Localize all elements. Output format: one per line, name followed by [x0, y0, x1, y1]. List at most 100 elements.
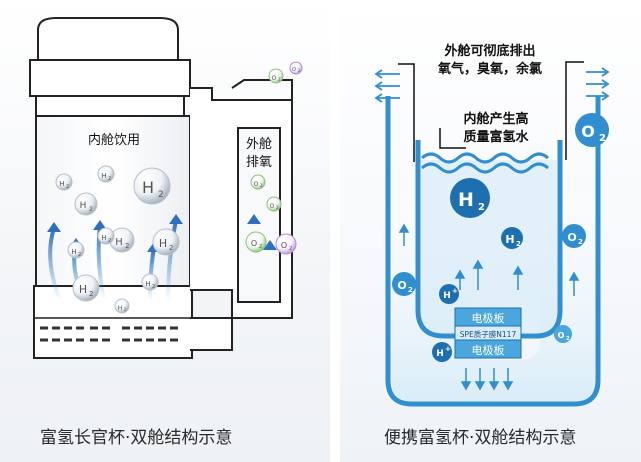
svg-text:2: 2	[276, 205, 279, 210]
outer-chamber-label-2: 排氧	[246, 155, 272, 170]
svg-text:O: O	[281, 241, 287, 250]
svg-text:2: 2	[89, 290, 93, 298]
svg-text:H: H	[505, 233, 514, 246]
svg-text:H: H	[59, 180, 64, 188]
electrode-plate-bottom	[454, 339, 522, 359]
svg-text:2: 2	[108, 176, 111, 182]
svg-text:H: H	[101, 234, 106, 242]
exhaust-arrows-right	[586, 67, 610, 101]
falling-arrows	[460, 368, 514, 391]
o2-circle-small: O 2	[554, 325, 572, 343]
svg-text:2: 2	[125, 242, 129, 250]
svg-text:2: 2	[260, 183, 263, 188]
svg-text:O: O	[270, 203, 275, 210]
outer-chamber-label-1: 外舱	[246, 137, 272, 152]
outer-container	[385, 96, 601, 407]
svg-text:2: 2	[566, 336, 570, 342]
svg-text:O: O	[567, 231, 576, 244]
outer-explanation-line2: 氧气，臭氧，余氯	[437, 61, 542, 77]
svg-text:H: H	[71, 248, 76, 256]
hplus-circle-lower: H +	[432, 342, 452, 362]
inner-explanation-line1: 内舱产生高	[463, 111, 528, 127]
svg-text:H: H	[118, 305, 123, 312]
left-caption: 富氢长官杯·双舱结构示意	[40, 428, 233, 448]
svg-text:H: H	[79, 283, 87, 296]
svg-text:H: H	[443, 291, 451, 301]
inner-chamber-label: 内舱饮用	[88, 132, 140, 148]
svg-text:+: +	[452, 287, 458, 295]
exhaust-arrows-left	[374, 69, 400, 103]
svg-text:O: O	[292, 67, 296, 73]
svg-text:H: H	[159, 237, 167, 250]
svg-text:2: 2	[158, 190, 164, 200]
cup-upper-band	[29, 59, 191, 97]
svg-text:2: 2	[259, 244, 262, 250]
outer-pointer-line	[398, 63, 415, 162]
svg-text:H: H	[142, 178, 154, 197]
svg-text:O: O	[251, 239, 257, 248]
svg-text:2: 2	[289, 246, 292, 252]
svg-text:2: 2	[599, 133, 606, 144]
right-caption: 便携富氢杯·双舱结构示意	[384, 428, 577, 448]
electrode-bottom-label: 电极板	[472, 343, 505, 357]
base-vents	[40, 326, 178, 342]
svg-text:2: 2	[169, 244, 173, 252]
left-cup	[29, 17, 293, 359]
svg-text:H: H	[101, 172, 106, 180]
svg-text:H: H	[80, 201, 87, 211]
svg-text:H: H	[436, 349, 444, 359]
inner-explanation-line2: 质量富氢水	[463, 129, 529, 145]
electrode-stack: 电极板 SPE质子膜N117 电极板	[454, 307, 522, 359]
rising-arrows-inner	[454, 259, 524, 290]
svg-text:2: 2	[298, 68, 301, 73]
h2-small-circle: H 2	[501, 227, 523, 249]
rising-arrows-outer	[398, 223, 580, 296]
svg-text:O: O	[254, 181, 259, 188]
outer-explanation-line1: 外舱可彻底排出	[443, 43, 535, 59]
cup-lid	[37, 17, 179, 61]
svg-text:H: H	[458, 189, 474, 211]
svg-text:2: 2	[89, 206, 93, 213]
svg-text:2: 2	[516, 240, 521, 248]
svg-text:O: O	[581, 122, 595, 141]
o2-circle-left: O 2	[392, 272, 416, 296]
svg-text:2: 2	[578, 238, 583, 246]
water-waves	[421, 152, 549, 174]
svg-text:H: H	[145, 280, 150, 288]
o2-large-circle: O 2	[575, 113, 609, 147]
o2-circle-right: O 2	[562, 224, 586, 248]
svg-text:H: H	[115, 237, 123, 248]
svg-text:2: 2	[408, 286, 413, 294]
inner-pointer-line	[439, 128, 466, 149]
svg-text:2: 2	[478, 202, 485, 213]
svg-text:2: 2	[152, 284, 155, 290]
svg-text:2: 2	[78, 252, 81, 258]
h2-large-circle: H 2	[450, 178, 490, 218]
svg-text:2: 2	[124, 307, 127, 312]
svg-text:O: O	[558, 331, 565, 340]
inner-water	[421, 160, 557, 333]
svg-text:2: 2	[278, 77, 281, 82]
electrode-top-label: 电极板	[472, 311, 505, 325]
svg-text:O: O	[397, 279, 406, 292]
cup-inner-chamber	[35, 115, 191, 287]
hplus-circle-upper: H +	[439, 284, 459, 304]
svg-text:+: +	[445, 345, 451, 353]
